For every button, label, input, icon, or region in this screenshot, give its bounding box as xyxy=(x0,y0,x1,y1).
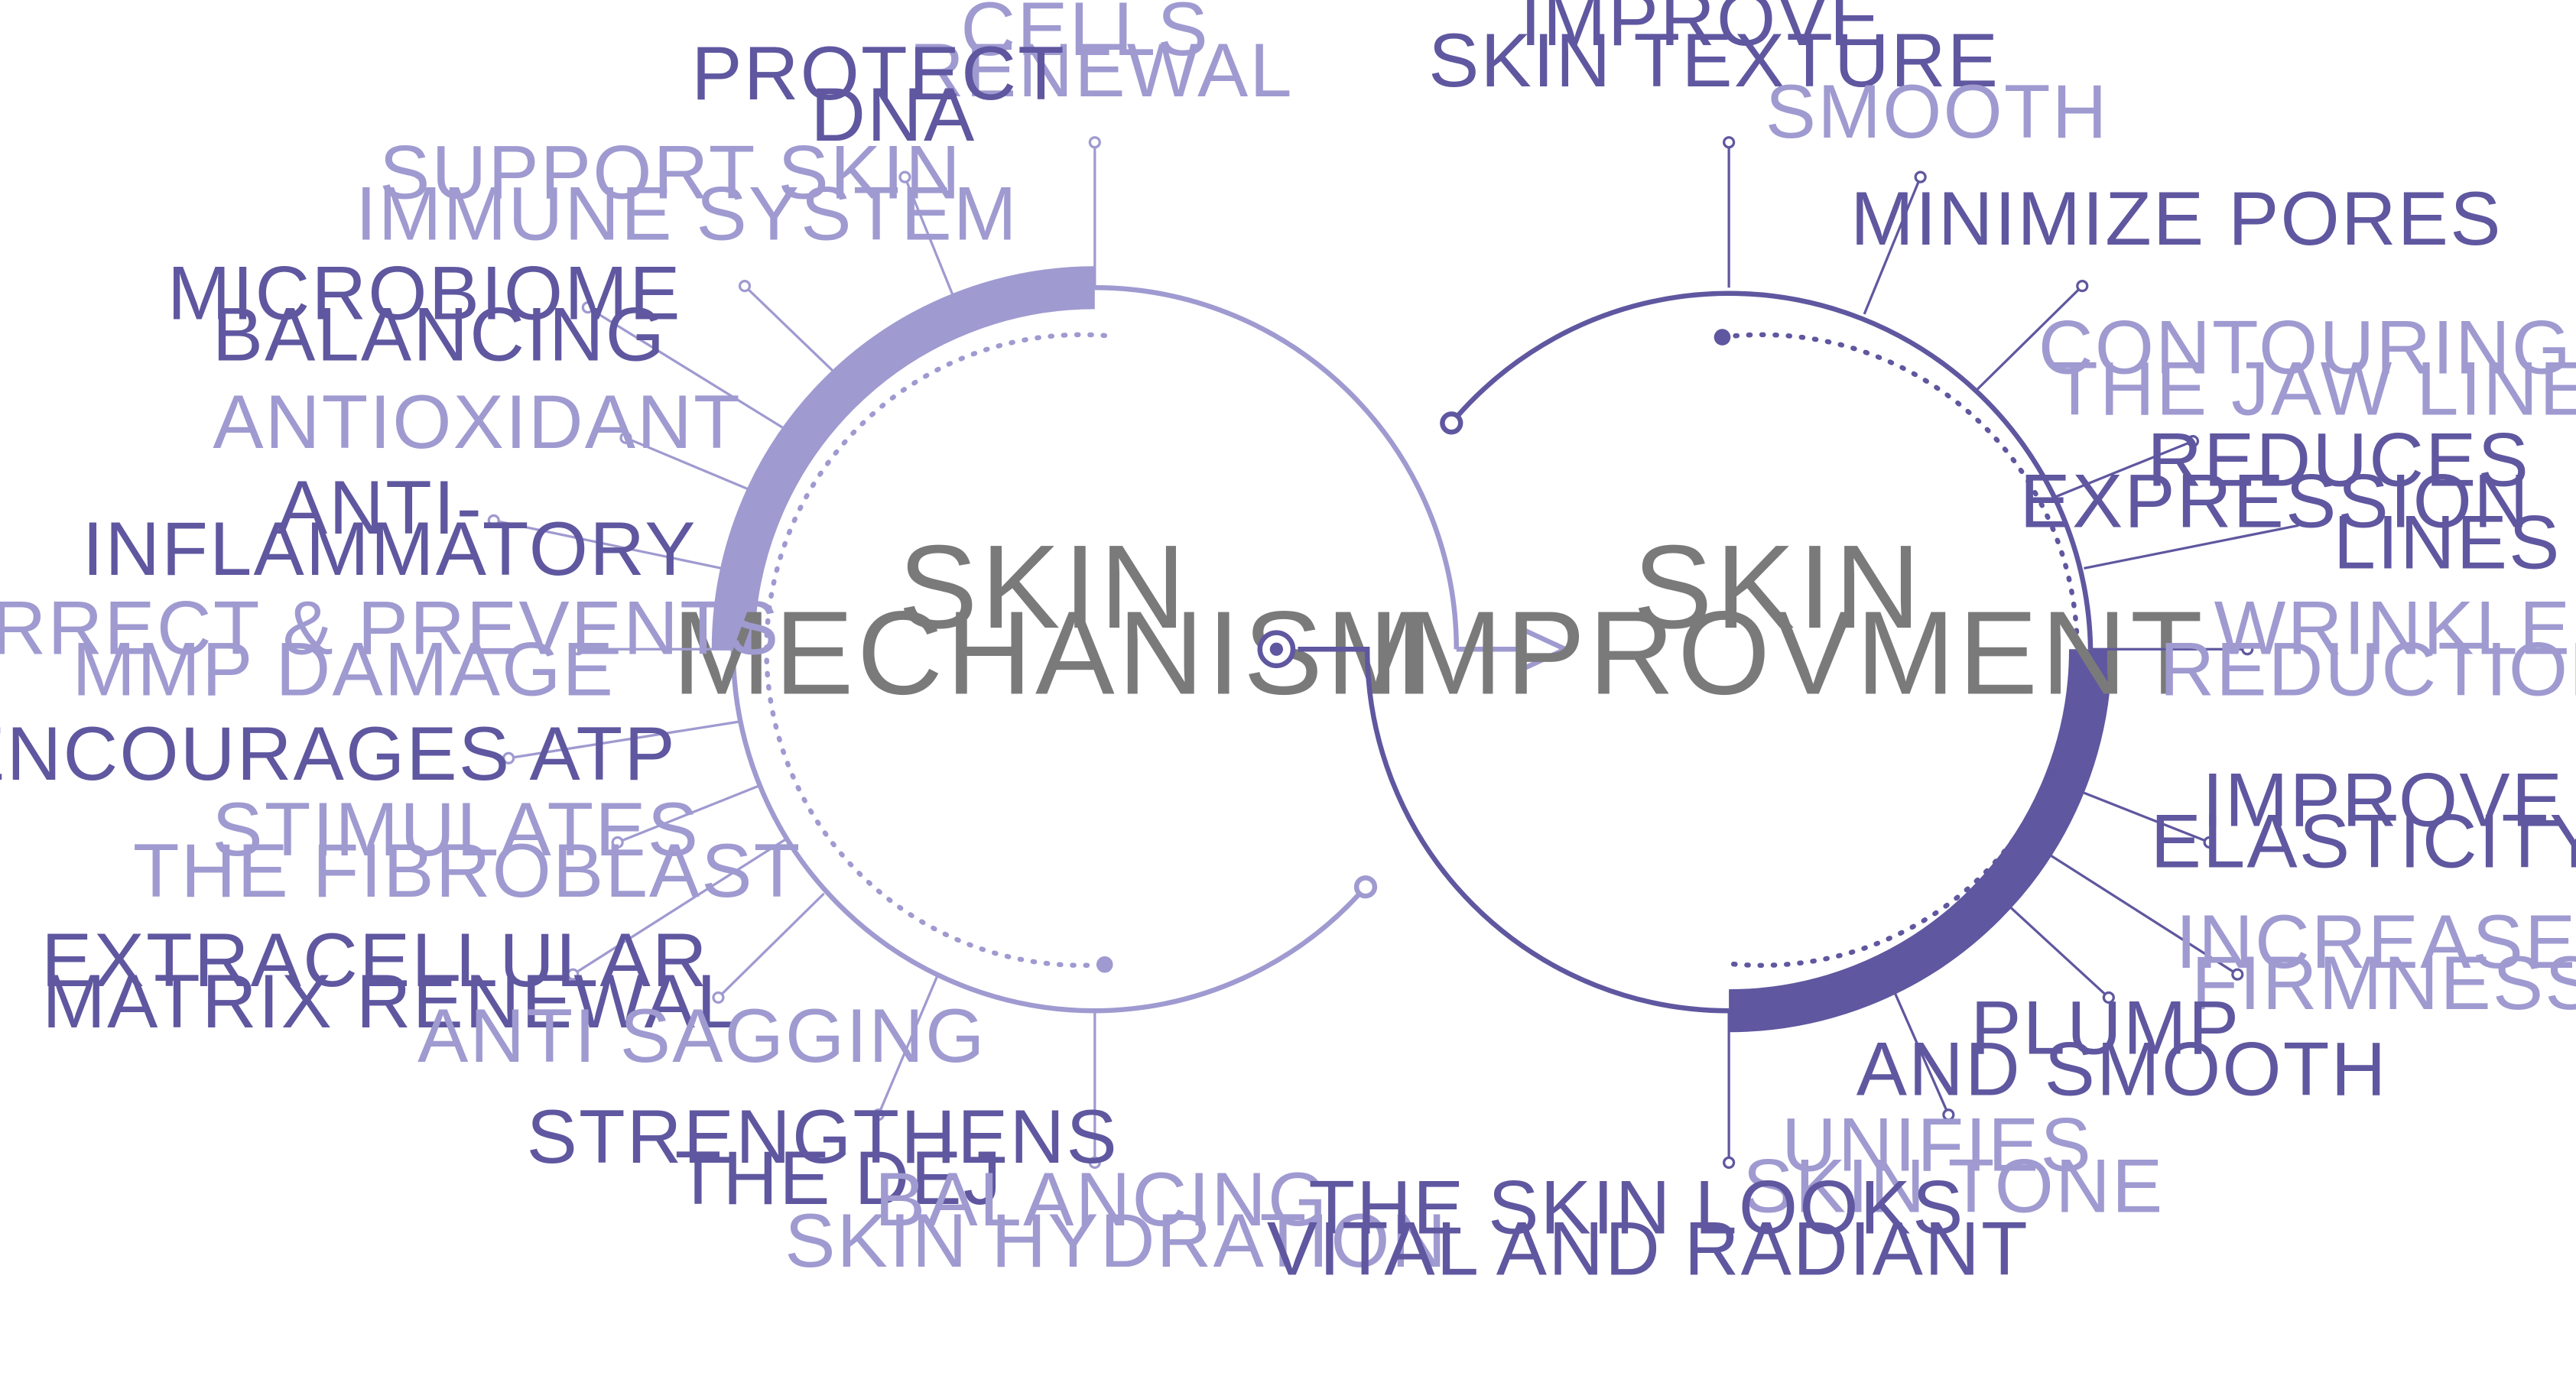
left-dotted-end-dot xyxy=(1096,956,1113,973)
label-balancing-skin-hydration: BALANCING SKIN HYDRATION xyxy=(784,1157,1447,1284)
right-ring-start-dot xyxy=(1440,411,1463,435)
left-labels: CELLS RENEWAL PROTECT DNA SUPPORT SKIN I… xyxy=(0,0,1447,1284)
label-wrinkle-reduction: WRINKLE REDUCTION xyxy=(2159,586,2576,712)
label-stimulates-fibroblast: STIMULATES THE FIBROBLAST xyxy=(133,787,802,914)
left-title-line-2: MECHANISM xyxy=(672,586,1428,719)
right-labels: IMPROVE SKIN TEXTURE SMOOTH MINIMIZE POR… xyxy=(1267,0,2576,1292)
label-minimize-pores: MINIMIZE PORES xyxy=(1850,177,2503,261)
label-cells-renewal: CELLS RENEWAL xyxy=(909,0,1294,113)
label-anti-inflammatory: ANTI- INFLAMMATORY xyxy=(83,466,697,592)
label-reduces-expression-lines: REDUCES EXPRESSION LINES xyxy=(2020,417,2561,585)
left-ring-end-dot xyxy=(1353,875,1378,899)
label-plump-and-smooth: PLUMP AND SMOOTH xyxy=(1856,985,2388,1112)
right-dotted-ring xyxy=(1720,332,2080,969)
label-improve-skin-texture: IMPROVE SKIN TEXTURE xyxy=(1428,0,1999,103)
label-strengthens-dej: STRENGTHENS THE DEJ xyxy=(527,1095,1142,1221)
right-thick-arc xyxy=(1729,649,2113,1033)
left-ring-left-bottom xyxy=(730,649,1368,1014)
left-ring-right-side xyxy=(1094,285,1460,650)
label-protect-dna: PROTECT DNA xyxy=(691,31,1088,157)
right-callout-lines xyxy=(1723,136,2299,1169)
right-title-line-1: SKIN xyxy=(1633,520,1924,653)
label-anti-sagging: ANTI SAGGING xyxy=(417,994,986,1079)
target-marker-inner xyxy=(1269,642,1284,656)
label-antioxidant: ANTIOXIDANT xyxy=(213,380,742,465)
label-skin-looks-vital-radiant: THE SKIN LOOKS VITAL AND RADIANT xyxy=(1267,1166,2029,1292)
label-correct-prevents-mmp: CORRECT & PREVENTS MMP DAMAGE xyxy=(0,586,803,712)
label-improve-elasticity: IMPROVE ELASTICITY xyxy=(2151,758,2576,884)
left-dotted-ring xyxy=(764,332,1108,969)
left-circle: SKIN MECHANISM xyxy=(672,266,1572,1014)
right-title-line-2: IMPROVMENT xyxy=(1367,586,2206,719)
right-dotted-start-dot xyxy=(1714,329,1731,346)
label-contouring-jaw-line: CONTOURING THE JAW LINE xyxy=(2038,306,2576,432)
left-thick-arc xyxy=(711,266,1095,650)
label-encourages-atp: ENCOURAGES ATP xyxy=(0,712,677,797)
label-support-skin-immune: SUPPORT SKIN IMMUNE SYSTEM xyxy=(356,131,1018,257)
left-title-line-1: SKIN xyxy=(898,520,1189,653)
right-ring-top xyxy=(1449,290,2094,650)
label-extracellular-matrix: EXTRACELLULAR MATRIX RENEWAL xyxy=(41,918,740,1044)
right-circle: SKIN IMPROVMENT xyxy=(1257,290,2206,1033)
right-ring-bottom xyxy=(1298,647,1730,1014)
label-unifies-skin-tone: UNIFIES SKIN TONE xyxy=(1743,1103,2164,1229)
label-microbiome-balancing: MICROBIOME BALANCING xyxy=(167,251,705,377)
label-increase-firmness: INCREASE FIRMNESS xyxy=(2175,900,2576,1026)
left-callout-lines xyxy=(487,136,1101,1169)
label-smooth: SMOOTH xyxy=(1766,70,2109,154)
arrow-head xyxy=(1519,625,1572,673)
